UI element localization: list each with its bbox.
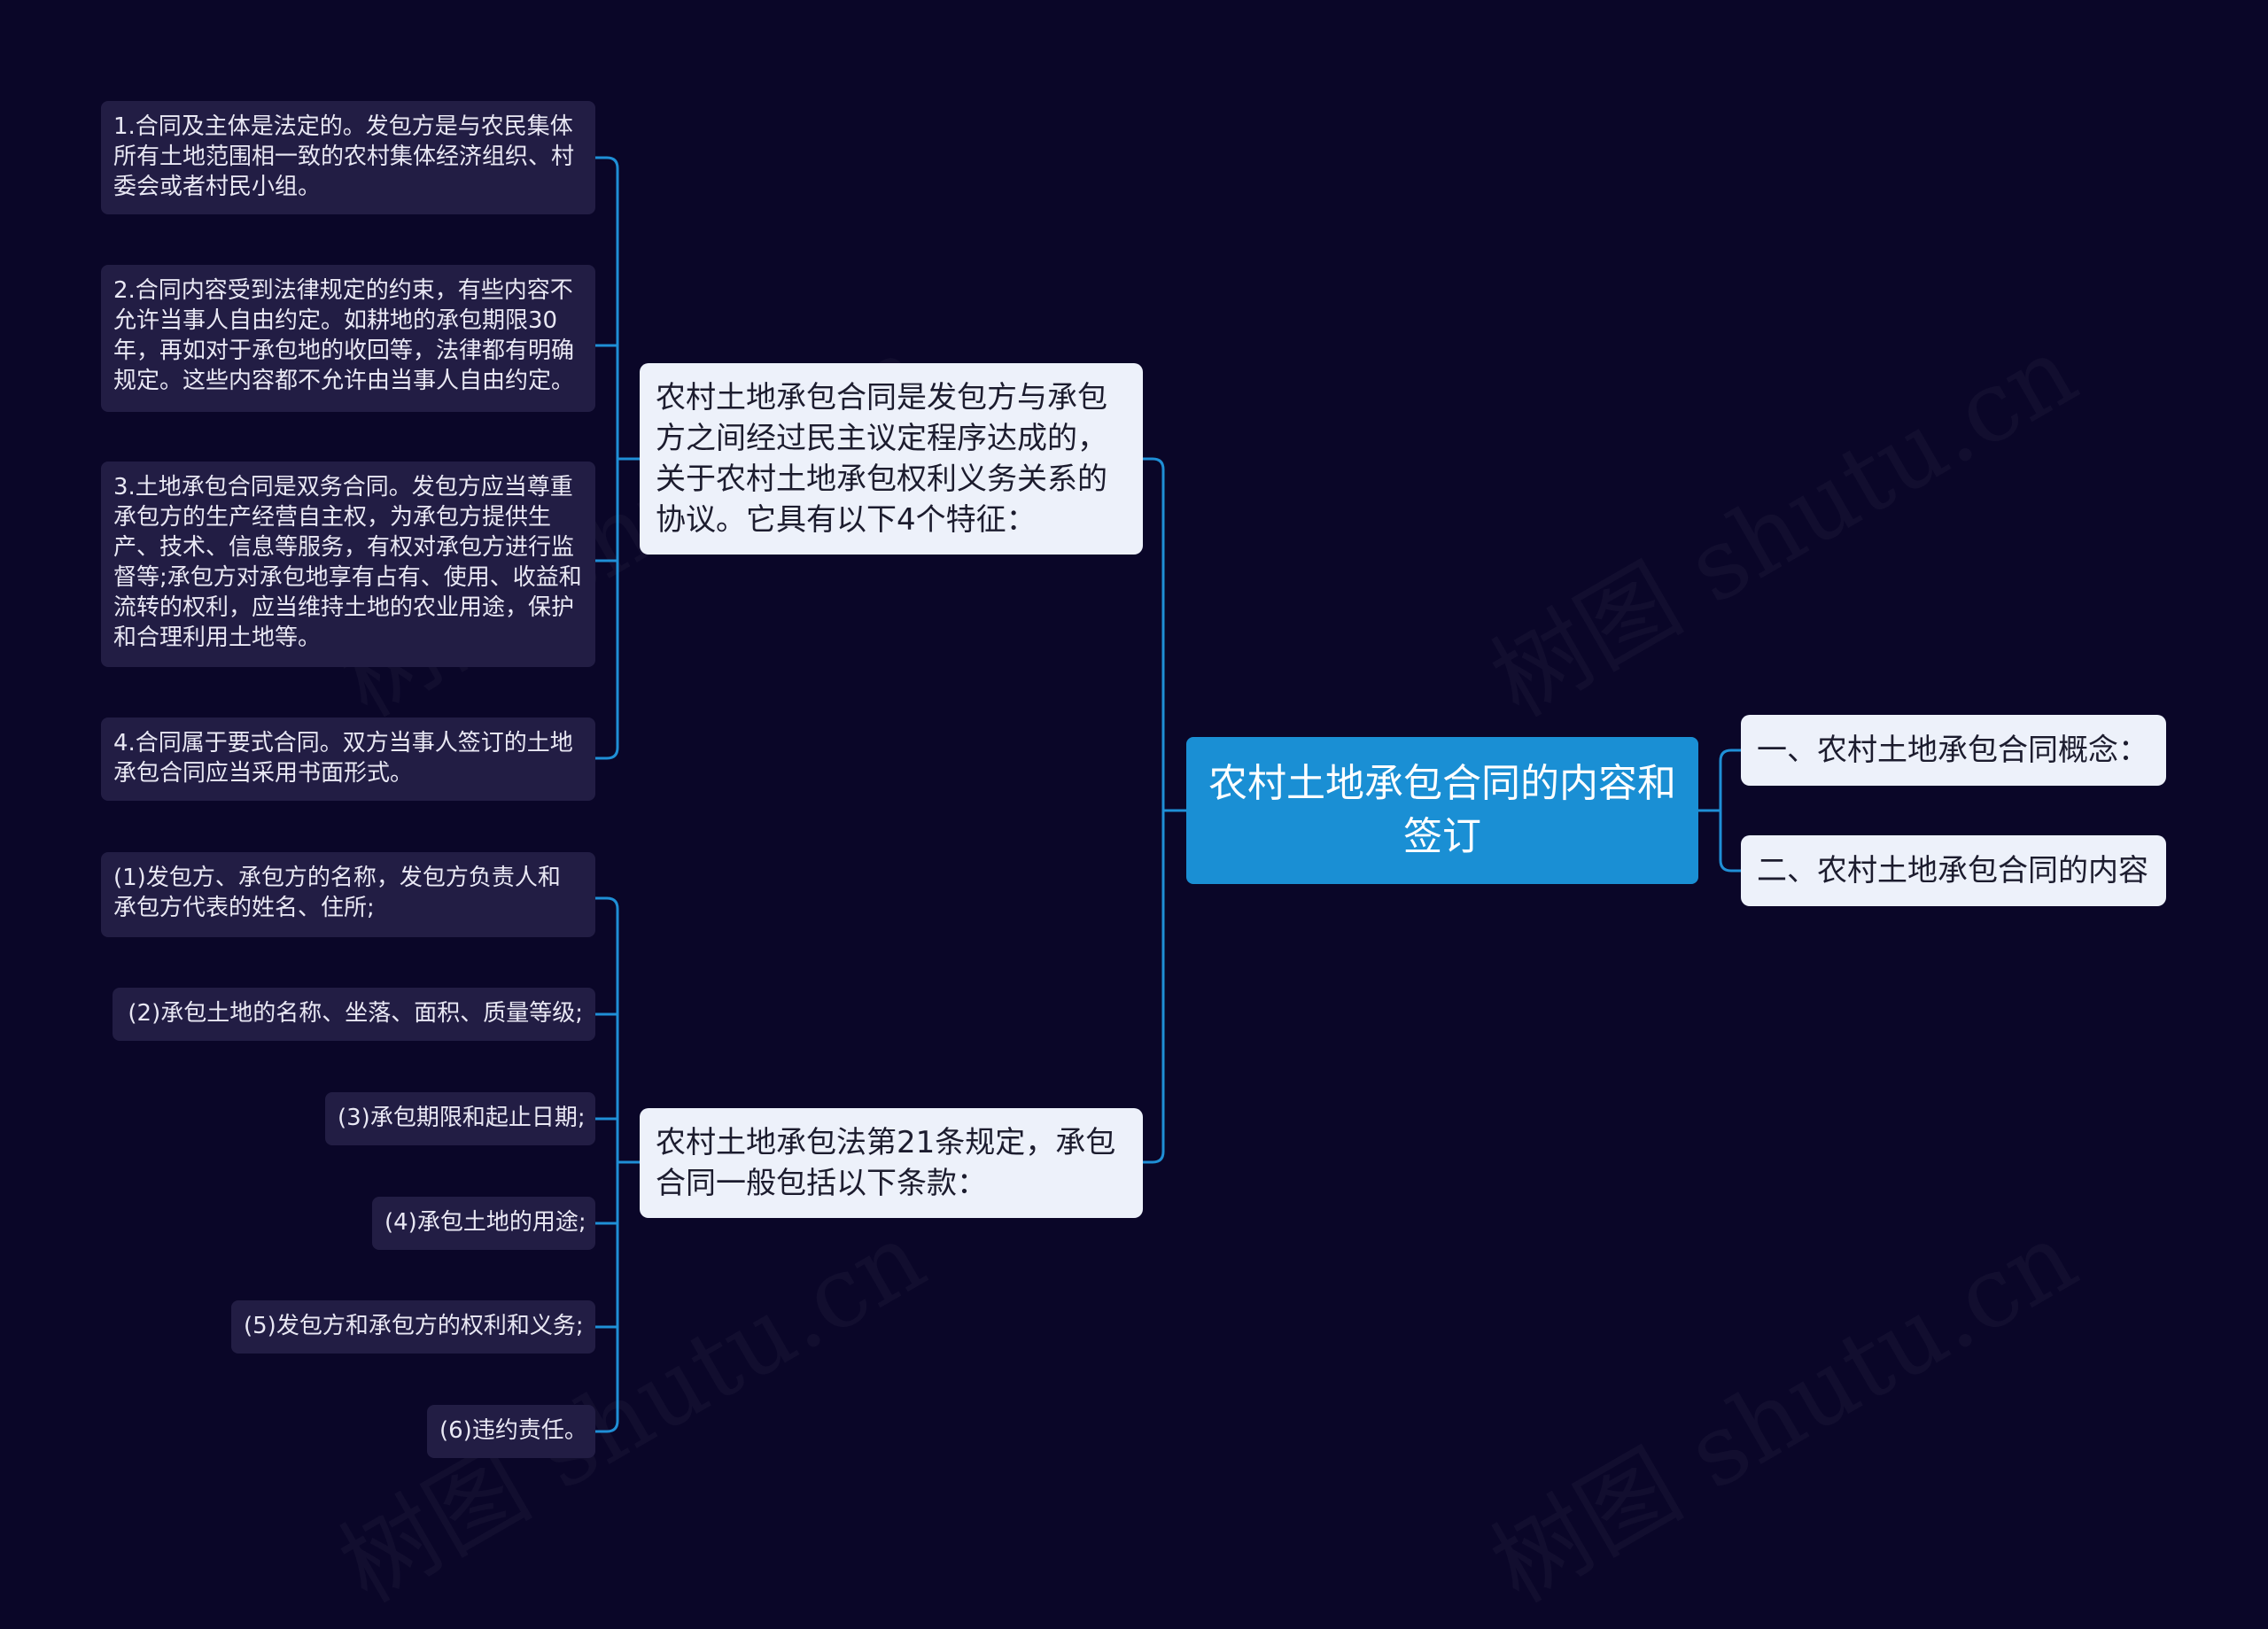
left-branch-definition[interactable]: 农村土地承包合同是发包方与承包方之间经过民主议定程序达成的，关于农村土地承包权利… [640,363,1143,555]
leaf-clause-1[interactable]: (1)发包方、承包方的名称，发包方负责人和承包方代表的姓名、住所; [101,852,595,937]
leaf-feature-4[interactable]: 4.合同属于要式合同。双方当事人签订的土地承包合同应当采用书面形式。 [101,718,595,801]
right-branch-content[interactable]: 二、农村土地承包合同的内容 [1741,835,2166,906]
connector-left-spine [1143,457,1165,1164]
right-branch-concept[interactable]: 一、农村土地承包合同概念： [1741,715,2166,786]
leaf-clause-6[interactable]: (6)违约责任。 [427,1405,595,1458]
connector-right-spine [1719,749,1741,873]
leaf-clause-4[interactable]: (4)承包土地的用途; [372,1197,595,1250]
leaf-clause-5[interactable]: (5)发包方和承包方的权利和义务; [231,1300,595,1354]
leaf-clause-2[interactable]: (2)承包土地的名称、坐落、面积、质量等级; [113,988,595,1041]
connector-branch2-spine [595,896,619,1433]
leaf-feature-2[interactable]: 2.合同内容受到法律规定的约束，有些内容不允许当事人自由约定。如耕地的承包期限3… [101,265,595,412]
root-topic[interactable]: 农村土地承包合同的内容和签订 [1186,737,1698,884]
left-branch-clauses[interactable]: 农村土地承包法第21条规定，承包合同一般包括以下条款： [640,1108,1143,1218]
connector-branch1-spine [595,156,619,760]
leaf-clause-3[interactable]: (3)承包期限和起止日期; [325,1092,595,1145]
connector-lines [595,156,1741,1433]
leaf-feature-3[interactable]: 3.土地承包合同是双务合同。发包方应当尊重承包方的生产经营自主权，为承包方提供生… [101,462,595,667]
leaf-feature-1[interactable]: 1.合同及主体是法定的。发包方是与农民集体所有土地范围相一致的农村集体经济组织、… [101,101,595,214]
